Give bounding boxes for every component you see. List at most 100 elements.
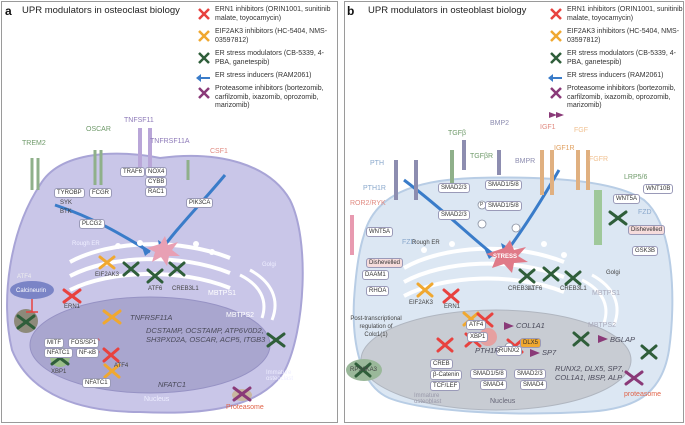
green-x-b5 [640, 344, 658, 360]
label-tgfbr: TGFβR [470, 153, 494, 160]
stress-burst [147, 236, 180, 266]
panel-b-drawing [346, 140, 674, 415]
tag-fcgr: FCGR [89, 188, 112, 198]
panel-a-title: UPR modulators in osteoclast biology [22, 5, 180, 16]
legend-item: ERN1 inhibitors (ORIN1001, sunitinib mal… [197, 6, 337, 28]
label-atf6: ATF6 [148, 286, 163, 292]
label-tnfsf11: TNFSF11 [124, 117, 154, 124]
label-post-transcriptional: Post-transcriptional regulation of Colα1… [350, 316, 402, 338]
legend-text: ERN1 inhibitors (ORIN1001, sunitinib mal… [567, 6, 683, 22]
green-x-b3 [564, 270, 582, 286]
panel-a-letter: a [5, 4, 12, 18]
label-mbtps2: MBTPS2 [226, 312, 255, 319]
label-rough-er: Rough ER [72, 241, 100, 247]
tag-nfkb: NF-κB [76, 348, 99, 358]
legend-text: EIF2AK3 inhibitors (HC-5404, NMS-0359781… [215, 28, 328, 44]
purple-x-b1 [624, 370, 644, 386]
gene-nfatc1: NFATC1 [158, 380, 187, 389]
green-x-4 [16, 314, 36, 330]
label-mbtps1: MBTPS1 [208, 290, 237, 297]
panel-b-title: UPR modulators in osteoblast biology [368, 5, 527, 16]
blue-arrow-icon [196, 74, 210, 82]
ern1-x [62, 288, 82, 304]
calcium-ions-b [421, 241, 567, 258]
gene-list-b: RUNX2, DLX5, SP7, COL1A1, IBSP, ALP [555, 364, 624, 382]
label-rps6ka3: RPS6KA3 [350, 367, 378, 373]
green-x-3 [168, 261, 186, 277]
label-ror2-ryk: ROR2/RYK [350, 200, 386, 207]
legend-item: EIF2AK3 inhibitors (HC-5404, NMS-0359781… [197, 28, 337, 50]
green-x-2 [146, 268, 164, 284]
orange-x-icon [198, 30, 210, 42]
label-atf4-nuc: ATF4 [114, 363, 129, 369]
tag-wnt10b: WNT10B [643, 184, 674, 194]
legend-item: ERN1 inhibitors (ORIN1001, sunitinib mal… [549, 6, 683, 28]
tag-smad158-mid: SMAD1/5/8 [485, 201, 522, 211]
tag-b-catenin: β-Catenin [430, 370, 463, 380]
label-lrp56: LRP5/6 [624, 174, 648, 181]
label-pth1r: PTH1R [363, 185, 386, 192]
label-creb3l1: CREB3L1 [172, 286, 199, 292]
label-immature-osteoblast: Immature osteoblast [414, 393, 442, 405]
tag-cybb: CYBB [145, 177, 168, 187]
ern1-x-nuc [102, 347, 120, 363]
label-xbp1: XBP1 [51, 369, 67, 375]
label-rough-er-b: Rough ER [412, 240, 440, 246]
tag-dlx5: DLX5 [520, 338, 542, 348]
calcineurin-inhibit-line [26, 299, 38, 313]
legend-item: Proteasome inhibitors (bortezomib, carfi… [197, 85, 337, 115]
panel-a-legend: ERN1 inhibitors (ORIN1001, sunitinib mal… [196, 6, 337, 115]
tag-daam1: DAAM1 [362, 270, 389, 280]
orange-x-icon [550, 30, 562, 42]
legend-item: ER stress modulators (CB-5339, 4-PBA, ga… [197, 50, 337, 72]
tag-smad23-mid: SMAD2/3 [438, 210, 470, 220]
label-fgfr: FGFR [589, 156, 609, 163]
green-x-b1 [518, 268, 536, 284]
label-ern1-b: ERN1 [444, 304, 461, 310]
tag-nfatc1-b: NFATC1 [82, 378, 111, 388]
red-x-b5 [436, 337, 454, 353]
green-x-b2 [542, 266, 560, 282]
green-x-b4 [608, 210, 628, 226]
wnt-left-column [350, 215, 354, 255]
label-nucleus-b: Nucleus [490, 398, 516, 405]
label-atf4-left: ATF4 [17, 274, 32, 280]
tag-smad23-top: SMAD2/3 [438, 183, 470, 193]
legend-text: Proteasome inhibitors (bortezomib, carfi… [215, 85, 324, 109]
label-igf1r: IGF1R [554, 145, 575, 152]
label-fzd-left: FZD [402, 239, 416, 246]
tag-creb: CREB [430, 359, 453, 369]
label-creb3l1-top: CREB3L1 [508, 286, 535, 292]
label-fzd-right: FZD [638, 209, 652, 216]
label-trem2: TREM2 [22, 140, 46, 147]
legend-item: ER stress inducers (RAM2061) [196, 72, 337, 85]
legend-text: ER stress modulators (CB-5339, 4-PBA, ga… [567, 50, 676, 66]
receptors [30, 150, 190, 190]
tag-wnt5a-right: WNT5A [613, 194, 640, 204]
tag-nox4: NOX4 [145, 167, 168, 177]
tag-smad4-b: SMAD4 [520, 380, 547, 390]
legend-item: EIF2AK3 inhibitors (HC-5404, NMS-0359781… [549, 28, 683, 50]
tag-plcg2: PLCG2 [79, 219, 105, 229]
tag-dishevelled-left: Dishevelled [366, 258, 404, 268]
green-x-1 [122, 261, 140, 277]
label-golgi: Golgi [262, 262, 277, 268]
tag-traf6: TRAF6 [120, 167, 146, 177]
lrp56-receptor [594, 190, 602, 245]
label-ern1: ERN1 [64, 304, 81, 310]
label-tgfb: TGFβ [448, 130, 467, 137]
purple-x-icon [198, 87, 210, 99]
label-bmpr: BMPR [515, 158, 536, 165]
tag-dishevelled-right: Dishevelled [628, 225, 666, 235]
purple-arrow-icon [549, 112, 564, 118]
eif2ak3-x-nuc2 [103, 363, 121, 379]
legend-item: Proteasome inhibitors (bortezomib, carfi… [549, 85, 683, 125]
gene-bglap: BGLAP [610, 335, 636, 344]
arrowhead-left [141, 244, 150, 256]
tag-atf4-b: ATF4 [466, 320, 487, 330]
legend-text: ER stress inducers (RAM2061) [215, 72, 312, 79]
tag-wnt5a-left: WNT5A [366, 227, 393, 237]
igf-receptor [540, 150, 590, 195]
panel-b-frame [344, 1, 684, 423]
gene-sp7: SP7 [542, 348, 557, 357]
